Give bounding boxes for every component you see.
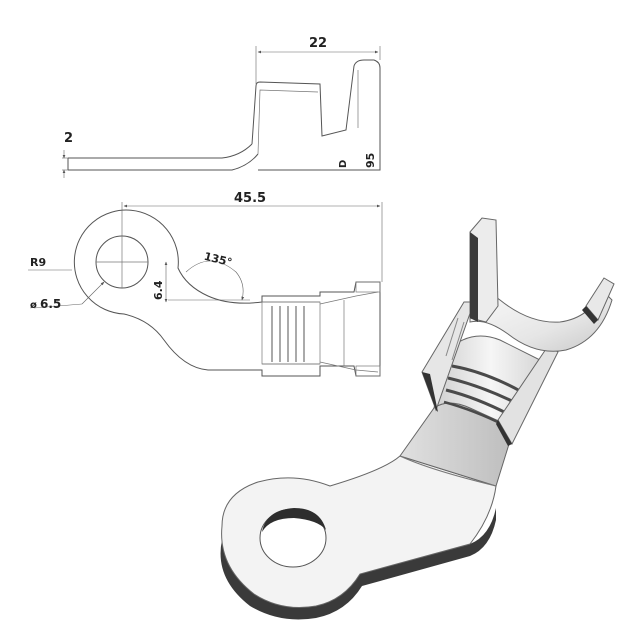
- top-view: 45.5 R9 ø 6.5 6.4 135°: [28, 191, 383, 377]
- dim-hole-prefix: ø: [30, 300, 37, 311]
- dim-radius: R9: [30, 256, 46, 269]
- side-view: 22 2 D 95: [62, 36, 381, 178]
- dim-angle: 135°: [203, 250, 234, 270]
- dim-overall-length: 45.5: [234, 191, 266, 206]
- dim-neck: 6.4: [152, 280, 165, 300]
- dim-side-d: D: [338, 160, 349, 168]
- dim-top-width: 22: [309, 36, 327, 51]
- isometric-view: [220, 217, 615, 620]
- dim-hole-diameter: 6.5: [40, 297, 61, 311]
- dim-thickness: 2: [64, 131, 73, 146]
- dim-side-h: 95: [364, 153, 377, 168]
